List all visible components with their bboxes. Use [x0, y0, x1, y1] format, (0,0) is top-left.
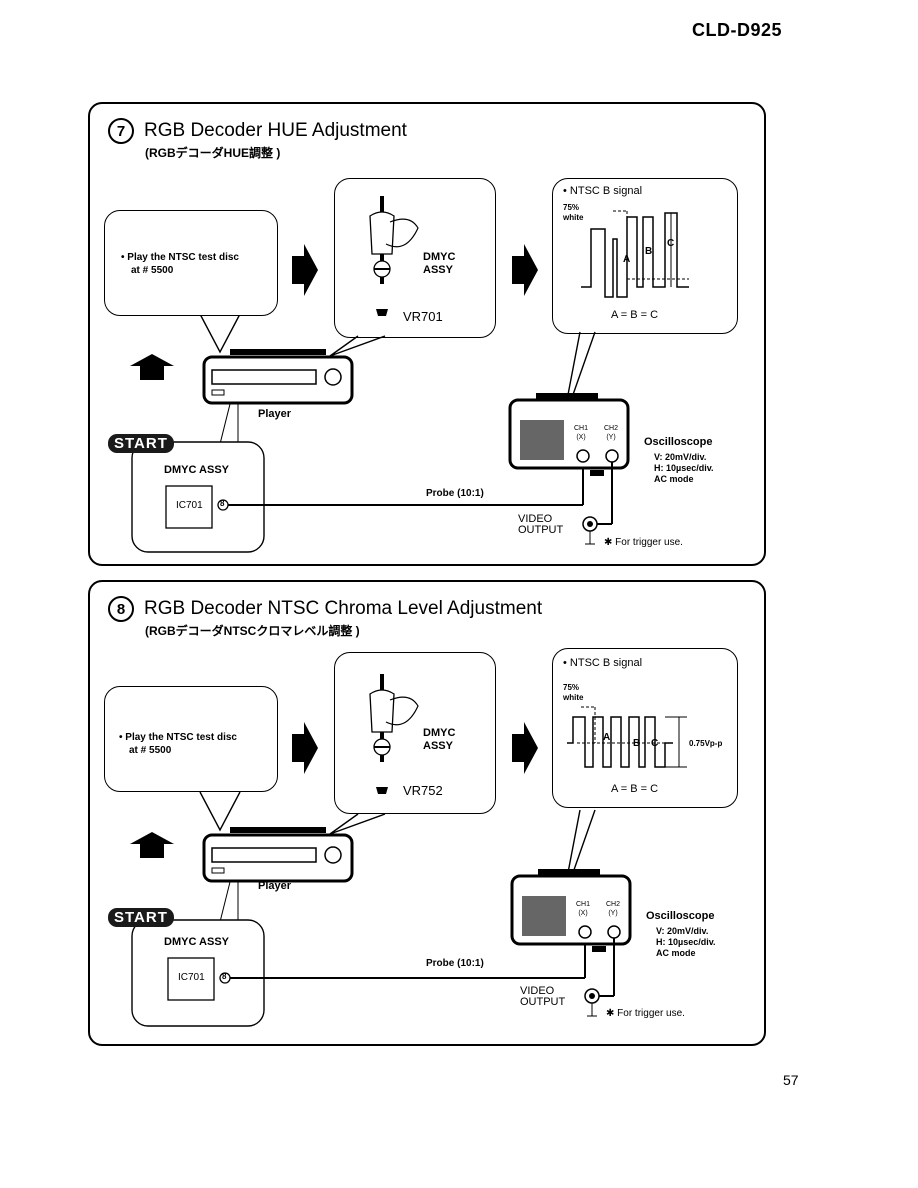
ic-chip: [167, 957, 215, 1001]
white-label: white: [563, 693, 584, 702]
board-label: DMYC ASSY: [164, 464, 229, 476]
assy-label-1: DMYC: [423, 251, 456, 263]
trigger-note: ✱ For trigger use.: [606, 1008, 685, 1019]
scope-mode: AC mode: [656, 948, 696, 958]
instruction-line-2: at # 5500: [131, 265, 174, 276]
equation: A = B = C: [611, 783, 659, 795]
ch1-sub: (X): [576, 434, 586, 441]
chroma-level-panel: 8 RGB Decoder NTSC Chroma Level Adjustme…: [88, 580, 766, 1046]
label-c: C: [651, 738, 659, 749]
scope-v: V: 20mV/div.: [656, 926, 709, 936]
instruction-line-2: at # 5500: [129, 745, 172, 756]
panel-title: RGB Decoder HUE Adjustment: [144, 120, 407, 141]
scope-label: Oscilloscope: [646, 910, 715, 922]
instruction-balloon: • Play the NTSC test disc at # 5500: [104, 210, 278, 316]
player-label: Player: [258, 408, 292, 420]
trimmer-icon: [376, 787, 388, 794]
model-number: CLD-D925: [692, 20, 783, 40]
right-arrow-icon: [292, 244, 318, 296]
scope-v: V: 20mV/div.: [654, 452, 707, 462]
equation: A = B = C: [611, 309, 659, 321]
right-arrow-icon: [292, 722, 318, 774]
trigger-note: ✱ For trigger use.: [604, 537, 683, 548]
ic-label: IC701: [176, 500, 203, 511]
hue-adjustment-panel: 7 RGB Decoder HUE Adjustment (RGBデコーダHUE…: [88, 102, 766, 566]
right-arrow-icon: [512, 722, 538, 774]
ic-label: IC701: [178, 972, 205, 983]
hue-diagram: [130, 196, 630, 553]
assy-label-1: DMYC: [423, 727, 456, 739]
probe-label: Probe (10:1): [426, 488, 484, 499]
assy-label-2: ASSY: [423, 740, 453, 752]
assy-label-2: ASSY: [423, 264, 453, 276]
panel-subtitle: (RGBデコーダNTSCクロマレベル調整 ): [145, 624, 360, 638]
panel-heading: 7 RGB Decoder HUE Adjustment: [108, 118, 407, 144]
label-b: B: [645, 246, 653, 257]
ch1-label: CH1: [576, 901, 591, 908]
signal-title: • NTSC B signal: [563, 185, 643, 197]
vr-label: VR701: [403, 309, 443, 324]
signal-balloon: • NTSC B signal 75% white A B C 0.75Vp-p…: [552, 648, 738, 808]
vr-balloon: DMYC ASSY VR701: [334, 178, 496, 338]
pin-number: 8: [222, 972, 227, 981]
ch1-sub: (X): [578, 910, 588, 917]
trimmer-icon: [376, 309, 388, 316]
player-label: Player: [258, 880, 292, 892]
instruction-line-1: • Play the NTSC test disc: [121, 252, 239, 263]
step-number: 8: [108, 596, 134, 622]
scope-h: H: 10µsec/div.: [656, 937, 716, 947]
scope-mode: AC mode: [654, 474, 694, 484]
instruction-line-1: • Play the NTSC test disc: [119, 732, 237, 743]
label-a: A: [623, 254, 631, 265]
waveform-icon: [567, 706, 687, 768]
ch2-label: CH2: [604, 425, 619, 432]
ch1-label: CH1: [574, 425, 589, 432]
label-b: B: [633, 738, 641, 749]
scope-h: H: 10µsec/div.: [654, 463, 714, 473]
video-label: VIDEO: [518, 513, 553, 525]
output-label: OUTPUT: [518, 524, 564, 536]
instruction-balloon: • Play the NTSC test disc at # 5500: [104, 686, 278, 792]
vr-balloon: DMYC ASSY VR752: [334, 652, 496, 814]
chroma-diagram: [130, 674, 632, 1027]
panel-subtitle: (RGBデコーダHUE調整 ): [145, 146, 281, 160]
pin-number: 8: [220, 499, 225, 508]
white-percent: 75%: [563, 683, 580, 692]
start-badge: START: [108, 908, 174, 927]
up-arrow-icon: [130, 832, 174, 858]
step-number: 7: [108, 118, 134, 144]
board-label: DMYC ASSY: [164, 936, 229, 948]
up-arrow-icon: [130, 354, 174, 380]
label-a: A: [603, 732, 611, 743]
label-c: C: [667, 238, 675, 249]
vr-label: VR752: [403, 783, 443, 798]
panel-heading: 8 RGB Decoder NTSC Chroma Level Adjustme…: [108, 596, 542, 622]
waveform-icon: [581, 210, 689, 298]
ch2-sub: (Y): [608, 910, 618, 917]
white-label: white: [563, 213, 584, 222]
output-label: OUTPUT: [520, 996, 566, 1008]
ch2-label: CH2: [606, 901, 621, 908]
page-number: 57: [783, 1072, 799, 1088]
video-label: VIDEO: [520, 985, 555, 997]
panel-title: RGB Decoder NTSC Chroma Level Adjustment: [144, 598, 543, 619]
right-arrow-icon: [512, 244, 538, 296]
white-percent: 75%: [563, 203, 580, 212]
ch2-sub: (Y): [606, 434, 616, 441]
scope-label: Oscilloscope: [644, 436, 713, 448]
ic-chip: [165, 485, 213, 529]
level-label: 0.75Vp-p: [689, 739, 723, 748]
start-badge: START: [108, 434, 174, 453]
signal-title: • NTSC B signal: [563, 657, 643, 669]
signal-balloon: • NTSC B signal 75% white A B C A = B = …: [552, 178, 738, 334]
probe-label: Probe (10:1): [426, 958, 484, 969]
